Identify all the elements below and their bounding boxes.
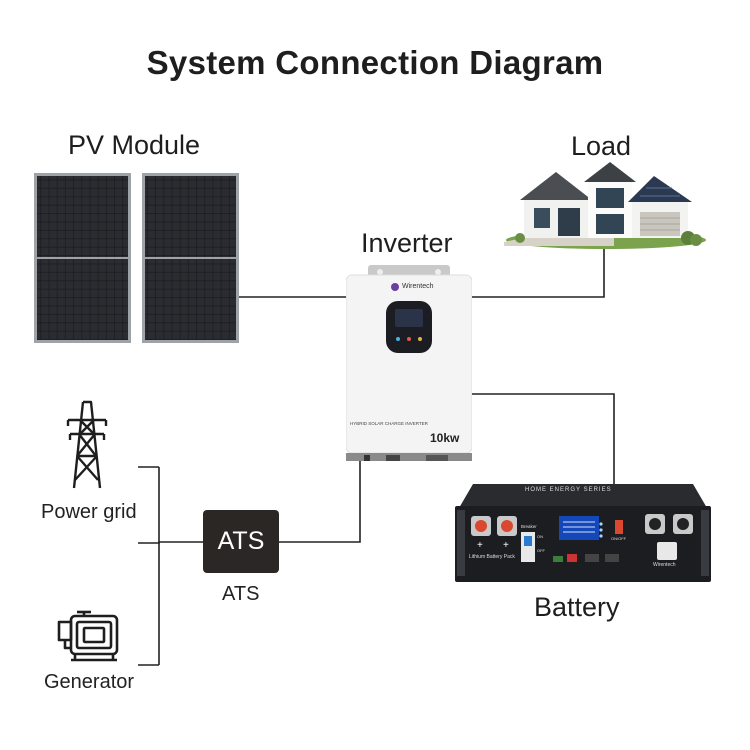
wire-inverter-load bbox=[472, 246, 605, 298]
battery-breaker-label: Breaker bbox=[521, 524, 537, 529]
house-icon bbox=[504, 162, 706, 249]
svg-text:+: + bbox=[477, 540, 483, 551]
battery-on-label: ON bbox=[537, 534, 543, 539]
inverter-model: HYBRID SOLAR CHARGE INVERTER bbox=[350, 421, 428, 426]
pv-module-label: PV Module bbox=[68, 130, 201, 160]
generator-icon bbox=[57, 610, 119, 662]
battery-pack-label: Lithium Battery Pack bbox=[469, 554, 515, 560]
wire-inverter-battery bbox=[472, 393, 615, 488]
power-grid-label: Power grid bbox=[41, 501, 137, 523]
generator-label: Generator bbox=[44, 671, 135, 693]
ats-label: ATS bbox=[222, 583, 260, 605]
inverter-icon: Wirentech HYBRID SOLAR CHARGE INVERTER 1… bbox=[345, 265, 473, 461]
solar-panel-icon bbox=[34, 173, 239, 343]
battery-series-label: HOME ENERGY SERIES bbox=[525, 487, 612, 493]
battery-brand: Wirentech bbox=[653, 562, 676, 568]
battery-power-label: ON/OFF bbox=[611, 536, 627, 541]
inverter-brand: Wirentech bbox=[402, 283, 434, 290]
battery-rack-icon: + + HOME ENERGY SERIES Lithium Battery P… bbox=[455, 484, 711, 584]
load-label: Load bbox=[571, 131, 632, 161]
diagram-title: System Connection Diagram bbox=[146, 44, 604, 81]
ats-box: ATS bbox=[203, 510, 279, 573]
inverter-label: Inverter bbox=[361, 228, 453, 258]
battery-label: Battery bbox=[534, 592, 620, 622]
transmission-tower-icon bbox=[66, 400, 108, 489]
wire-bus-ats bbox=[138, 541, 203, 544]
battery-off-label: OFF bbox=[537, 548, 545, 553]
inverter-rating: 10kw bbox=[430, 431, 460, 445]
wire-inverter-ats bbox=[279, 458, 361, 543]
svg-text:+: + bbox=[503, 540, 509, 551]
